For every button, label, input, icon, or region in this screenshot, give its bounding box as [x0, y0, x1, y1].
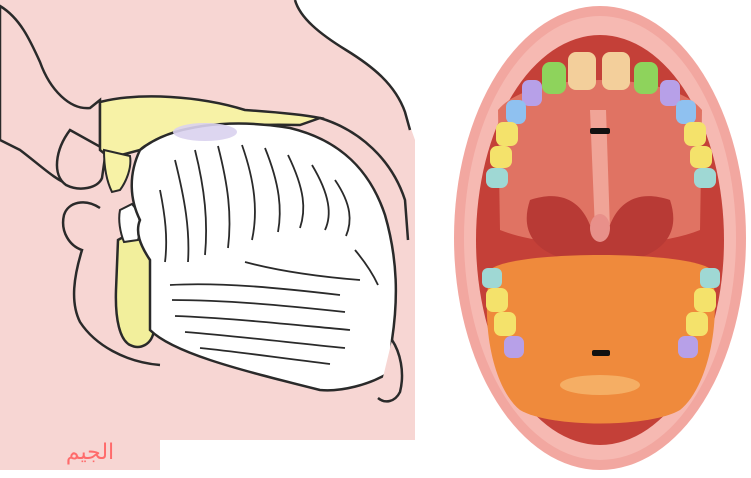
sagittal-section-panel: الجيم [0, 0, 415, 478]
open-mouth-illustration [450, 0, 751, 478]
articulation-contact [173, 123, 237, 141]
uvula [590, 214, 610, 242]
open-mouth-panel [450, 0, 751, 478]
tongue-tip [560, 375, 640, 395]
articulation-marker [590, 128, 610, 134]
letter-caption: الجيم [45, 438, 135, 468]
articulation-marker [592, 350, 610, 356]
sagittal-mouth-diagram [0, 0, 415, 478]
